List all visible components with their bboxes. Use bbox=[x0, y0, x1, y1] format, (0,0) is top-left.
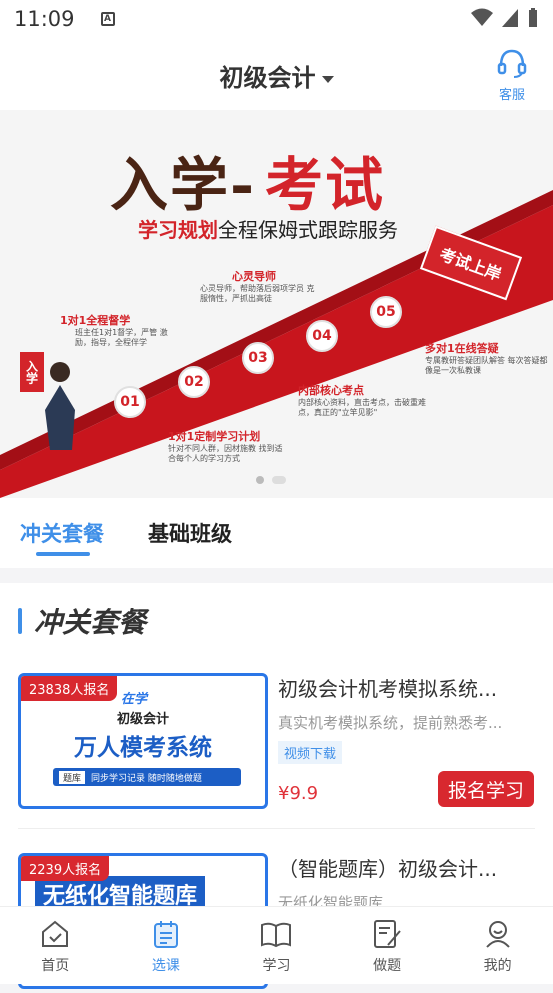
customer-service-button[interactable]: 客服 bbox=[491, 46, 533, 103]
course-section: 冲关套餐 23838人报名 在学 初级会计 万人模考系统 题库 同步学习记录 随… bbox=[0, 583, 553, 989]
banner-title-part2: 考试 bbox=[265, 151, 386, 219]
list-divider bbox=[18, 828, 535, 829]
step-01-dot: 01 bbox=[114, 386, 146, 418]
enroll-count-badge: 2239人报名 bbox=[21, 856, 110, 881]
book-icon bbox=[261, 922, 292, 948]
top-header: 初级会计 客服 bbox=[0, 38, 553, 110]
enroll-tag: 入学 bbox=[20, 352, 44, 392]
subject-selector[interactable]: 初级会计 bbox=[0, 58, 553, 93]
carousel-dots[interactable] bbox=[256, 476, 286, 484]
tabbar-label: 做题 bbox=[373, 958, 402, 974]
thumb-subject: 初级会计 bbox=[116, 712, 169, 727]
step-03-desc: 内部核心资料，直击考点，击破重难点，真正的"立竿见影" bbox=[298, 398, 426, 417]
tabbar-label: 选课 bbox=[151, 958, 180, 974]
active-tab-indicator bbox=[36, 552, 90, 556]
step-03-title: 内部核心考点 bbox=[298, 384, 364, 397]
tabbar-label: 学习 bbox=[262, 958, 291, 974]
step-05-desc: 专属教研答疑团队解答 每次答疑都像是一次私教课 bbox=[425, 356, 548, 375]
step-02-desc: 班主任1对1督学，严管 激励，指导，全程伴学 bbox=[75, 328, 168, 347]
banner-subtitle: 学习规划全程保姆式跟踪服务 bbox=[138, 214, 398, 243]
banner-subtitle-highlight: 学习规划 bbox=[138, 218, 218, 242]
step-04-title: 心灵导师 bbox=[232, 270, 276, 283]
course-title[interactable]: （智能题库）初级会计... bbox=[278, 857, 498, 881]
step-01-title: 1对1定制学习计划 bbox=[168, 430, 261, 443]
tabbar-home[interactable]: 首页 bbox=[0, 907, 111, 984]
clipboard-icon bbox=[153, 921, 178, 948]
step-02-dot: 02 bbox=[178, 366, 210, 398]
tabbar-courses[interactable]: 选课 bbox=[111, 907, 222, 984]
step-05-title: 多对1在线答疑 bbox=[425, 342, 499, 355]
brand-logo: 在学 bbox=[120, 692, 147, 707]
section-title: 冲关套餐 bbox=[34, 606, 147, 639]
course-thumbnail[interactable]: 23838人报名 在学 初级会计 万人模考系统 题库 同步学习记录 随时随地做题 bbox=[18, 673, 268, 809]
tabbar-profile[interactable]: 我的 bbox=[442, 907, 553, 984]
step-04-dot: 04 bbox=[306, 320, 338, 352]
course-info: （智能题库）初级会计... 无纸化智能题库 bbox=[278, 853, 538, 913]
step-02-title: 1对1全程督学 bbox=[60, 314, 131, 327]
status-bar: 11:09 A bbox=[0, 0, 553, 38]
headset-icon bbox=[497, 49, 527, 78]
tabbar-label: 首页 bbox=[41, 958, 70, 974]
user-icon bbox=[485, 921, 510, 948]
tabbar-practice[interactable]: 做题 bbox=[332, 907, 443, 984]
step-03-dot: 03 bbox=[242, 342, 274, 374]
thumb-headline: 万人模考系统 bbox=[74, 735, 212, 761]
service-label: 客服 bbox=[498, 88, 525, 103]
step-01-desc: 针对不同人群，因材施教 找到适合每个人的学习方式 bbox=[168, 444, 283, 463]
carousel-dot[interactable] bbox=[256, 476, 264, 484]
tab-basic-class[interactable]: 基础班级 bbox=[148, 522, 232, 546]
tabbar-study[interactable]: 学习 bbox=[221, 907, 332, 984]
step-04-desc: 心灵导师，帮助落后弱项学员 克服惰性，严抓出高徒 bbox=[200, 284, 315, 303]
caret-down-icon bbox=[321, 75, 334, 83]
enroll-count-badge: 23838人报名 bbox=[21, 676, 118, 701]
signal-icon bbox=[502, 9, 518, 27]
course-feature-tag: 视频下载 bbox=[278, 741, 343, 764]
notification-a-icon: A bbox=[100, 12, 115, 26]
course-price: ¥9.9 bbox=[278, 783, 319, 804]
wifi-icon bbox=[471, 8, 493, 26]
status-time: 11:09 bbox=[14, 7, 75, 31]
carousel-dot[interactable] bbox=[272, 476, 286, 484]
home-icon bbox=[42, 920, 69, 947]
edit-doc-icon bbox=[374, 920, 401, 948]
tabbar-label: 我的 bbox=[483, 958, 512, 974]
thumb-bar-text: 同步学习记录 随时随地做题 bbox=[91, 773, 202, 784]
banner-subtitle-rest: 全程保姆式跟踪服务 bbox=[218, 218, 398, 242]
thumb-bar-label: 题库 bbox=[59, 770, 86, 784]
course-card[interactable]: 23838人报名 在学 初级会计 万人模考系统 题库 同步学习记录 随时随地做题… bbox=[18, 673, 538, 813]
category-tabs: 冲关套餐 基础班级 bbox=[0, 498, 553, 568]
thumb-feature-bar: 题库 同步学习记录 随时随地做题 bbox=[53, 768, 241, 786]
section-accent-bar bbox=[18, 608, 22, 634]
banner-title-part1: 入学- bbox=[110, 151, 257, 219]
status-icons bbox=[471, 8, 539, 28]
course-title[interactable]: 初级会计机考模拟系统... bbox=[278, 677, 498, 701]
section-header: 冲关套餐 bbox=[18, 601, 146, 641]
battery-icon bbox=[529, 8, 537, 27]
enroll-button[interactable]: 报名学习 bbox=[438, 771, 534, 807]
bottom-tab-bar: 首页 选课 学习 做题 我的 bbox=[0, 906, 553, 984]
course-desc: 真实机考模拟系统，提前熟悉考... bbox=[278, 714, 503, 732]
tab-combo-package[interactable]: 冲关套餐 bbox=[20, 522, 104, 546]
subject-title: 初级会计 bbox=[219, 64, 316, 92]
step-05-dot: 05 bbox=[370, 296, 402, 328]
promo-banner[interactable]: 入学- 考试 学习规划全程保姆式跟踪服务 考试上岸 入学 01 02 03 04… bbox=[0, 110, 553, 498]
course-info: 初级会计机考模拟系统... 真实机考模拟系统，提前熟悉考... 视频下载 ¥9.… bbox=[278, 673, 538, 807]
